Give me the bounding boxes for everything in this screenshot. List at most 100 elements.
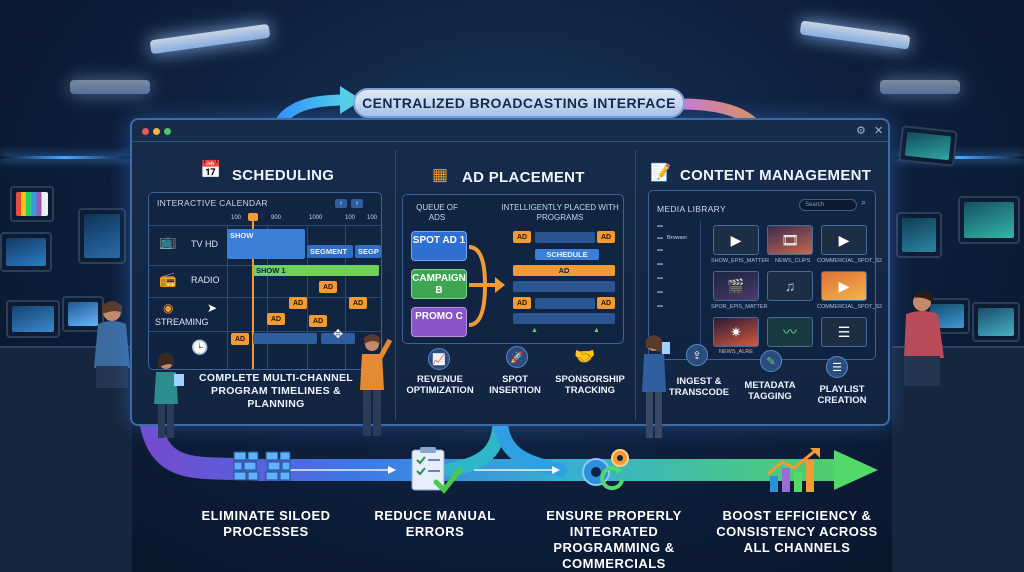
prev-arrow-icon[interactable]: ‹ [335, 199, 347, 208]
ad-placement-panel: QUEUE OF ADS INTELLIGENTLY PLACED WITH P… [402, 194, 624, 344]
sponsorship-tracking-label: SPONSORSHIP TRACKING [555, 374, 625, 396]
person-with-tablet [154, 353, 184, 438]
benefit-integrated-programming: ENSURE PROPERLY INTEGRATED PROGRAMMING &… [546, 508, 682, 571]
queue-label: QUEUE OF ADS [416, 203, 458, 222]
neon-strip [895, 156, 1024, 159]
gear-icon[interactable]: ⚙ [856, 125, 866, 137]
timeline-bar-streaming[interactable] [253, 333, 317, 344]
radio-icon: 📻 [159, 271, 177, 287]
ruler-tick: 1000 [309, 215, 323, 221]
media-thumb-play[interactable]: ▶ [713, 225, 759, 255]
column-divider [635, 150, 636, 420]
folder-icon[interactable]: ▬ [657, 303, 663, 309]
folder-icon[interactable]: ▬ [657, 289, 663, 295]
window-minimize-dot[interactable] [153, 128, 160, 135]
media-thumb-news-alert[interactable]: ✷ [713, 317, 759, 347]
ad-slot[interactable]: AD [267, 313, 285, 325]
schedule-bar[interactable]: SCHEDULE [535, 249, 599, 260]
window-maximize-dot[interactable] [164, 128, 171, 135]
placed-label: INTELLIGENTLY PLACED WITH PROGRAMS [501, 203, 619, 222]
background-monitor [10, 186, 54, 222]
search-icon[interactable]: ⌕ [861, 197, 867, 207]
media-thumb-commercial-2[interactable]: ▶ [821, 271, 867, 301]
folder-icon[interactable]: ▬ [657, 247, 663, 253]
folder-icon[interactable]: ▬ [657, 275, 663, 281]
ad-slot[interactable]: AD [289, 297, 307, 309]
browser-sidebar: Browser ▬ ▬ ▬ ▬ ▬ ▬ ▬ [655, 221, 701, 351]
next-arrow-icon[interactable]: › [351, 199, 363, 208]
window-close-dot[interactable] [142, 128, 149, 135]
placed-ad[interactable]: AD [513, 297, 531, 309]
grid-line [149, 331, 381, 332]
media-library-label: MEDIA LIBRARY [657, 204, 726, 214]
ad-slot[interactable]: AD [319, 281, 337, 293]
ad-slot[interactable]: AD [349, 297, 367, 309]
calendar-label: INTERACTIVE CALENDAR [157, 198, 268, 208]
grid-line [307, 225, 308, 369]
placed-ad-wide[interactable]: AD [513, 265, 615, 276]
close-icon[interactable]: ✕ [874, 125, 884, 137]
drag-cursor-icon: ✥ [333, 327, 344, 341]
media-thumb-commercial[interactable]: ▶ [821, 225, 867, 255]
placed-ad[interactable]: AD [597, 297, 615, 309]
timeline-bar-segment[interactable]: SEGMENT [307, 245, 353, 258]
checklist-icon [411, 447, 463, 494]
background-monitor [78, 208, 126, 264]
ad-slot[interactable]: AD [231, 333, 249, 345]
person-pointing [360, 334, 392, 436]
merge-arrow [468, 245, 505, 327]
media-thumb-music[interactable]: ♫ [767, 271, 813, 301]
growth-chart-icon [767, 448, 820, 492]
benefit-boost-efficiency: BOOST EFFICIENCY & CONSISTENCY ACROSS AL… [716, 508, 878, 555]
promo-c-button[interactable]: PROMO C [411, 307, 467, 337]
media-thumb-label: NEWS_ALRE [719, 349, 753, 355]
playhead[interactable] [252, 217, 254, 369]
grid-line [149, 297, 381, 298]
media-thumb-audio-wave[interactable]: 〰 [767, 317, 813, 347]
spot-ad-1-button[interactable]: SPOT AD 1 [411, 231, 467, 261]
upload-icon: ⇪ [686, 344, 708, 366]
media-thumb-sport[interactable]: 🎬 [713, 271, 759, 301]
grid-line [345, 225, 346, 369]
background-monitor [896, 212, 942, 258]
gears-icon [582, 449, 629, 491]
spot-insertion-label: SPOT INSERTION [489, 374, 541, 396]
media-thumb-label: SHOW_EPIS_MATTER [711, 258, 769, 264]
timeline-bar-segp[interactable]: SEGP [355, 245, 381, 258]
playhead-handle[interactable] [248, 213, 258, 221]
background-monitor [6, 300, 60, 338]
timeline-bar-streaming[interactable] [321, 333, 355, 344]
media-thumb-label: COMMERCIAL_SPOT_S2 [817, 258, 883, 264]
playlist-icon: ☰ [826, 356, 848, 378]
placed-program-bar [535, 232, 595, 243]
campaign-b-button[interactable]: CAMPAIGN B [411, 269, 467, 299]
ceiling-light [70, 80, 150, 94]
ingest-transcode-label: INGEST & TRANSCODE [668, 376, 730, 398]
placed-ad[interactable]: AD [513, 231, 531, 243]
folder-icon[interactable]: ▬ [657, 261, 663, 267]
media-thumb-list[interactable]: ☰ [821, 317, 867, 347]
tag-icon: ✎ [760, 350, 782, 372]
row-label-tv: TV HD [191, 239, 218, 249]
search-input[interactable]: Search [799, 199, 857, 211]
folder-icon[interactable]: ▬ [657, 235, 663, 241]
ad-placement-title: AD PLACEMENT [462, 169, 585, 186]
folder-icon[interactable]: ▬ [657, 223, 663, 229]
browser-label: Browser [667, 235, 688, 241]
benefit-reduce-errors: REDUCE MANUAL ERRORS [374, 508, 496, 539]
placed-ad[interactable]: AD [597, 231, 615, 243]
timeline-bar-show1[interactable]: SHOW 1 [253, 265, 379, 276]
mouse-pointer-icon: ➤ [207, 301, 218, 315]
row-label-streaming: STREAMING [155, 317, 209, 327]
ad-slot[interactable]: AD [309, 315, 327, 327]
media-thumb-news[interactable]: 🎞 [767, 225, 813, 255]
tv-icon: 📺 [159, 233, 177, 249]
operator-person-left [94, 301, 130, 388]
window-titlebar: ⚙ ✕ [132, 120, 888, 142]
timeline-bar-show[interactable]: SHOW [227, 229, 305, 259]
playlist-creation-label: PLAYLIST CREATION [817, 384, 867, 406]
placed-program-bar [513, 281, 615, 292]
broken-wall-icon [233, 451, 291, 481]
ruler-tick: 100 [231, 215, 242, 221]
revenue-optimization-label: REVENUE OPTIMIZATION [406, 374, 474, 396]
